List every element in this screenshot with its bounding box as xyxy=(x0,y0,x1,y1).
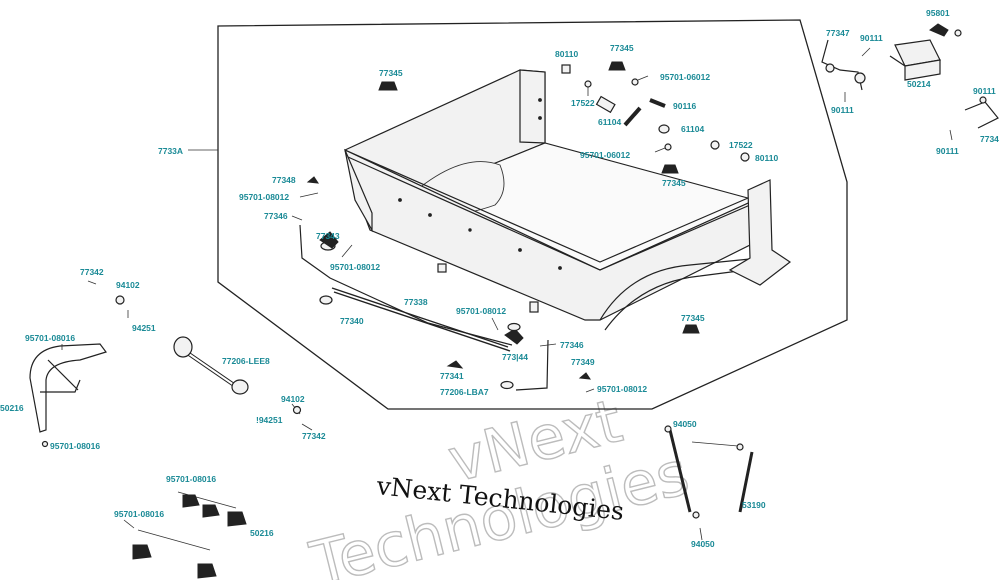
label-94050: 94050 xyxy=(673,419,697,429)
label-77342: 77342 xyxy=(80,267,104,277)
label-77341: 77341 xyxy=(440,371,464,381)
label-95701-06012: 95701-06012 xyxy=(660,72,710,82)
label-90116: 90116 xyxy=(673,101,696,111)
side-bracket-50216 xyxy=(29,280,129,448)
label-95701-08012: 95701-08012 xyxy=(597,384,647,394)
label-80110: 80110 xyxy=(755,153,778,163)
label-7734: 7734 xyxy=(980,134,999,144)
label-90111: 90111 xyxy=(831,105,854,115)
label-77345: 77345 xyxy=(662,178,686,188)
label-94251: !94251 xyxy=(256,415,283,425)
label-50216: 50216 xyxy=(0,403,24,413)
label-50214: 50214 xyxy=(907,79,931,89)
strap-77206-lee8 xyxy=(173,336,313,431)
label-77345: 77345 xyxy=(610,43,634,53)
label-95701-08016: 95701-08016 xyxy=(50,441,100,451)
label-77342: 77342 xyxy=(302,431,326,441)
label-77349: 77349 xyxy=(571,357,595,367)
label-17522: 17522 xyxy=(729,140,753,150)
latch-rods xyxy=(299,176,595,393)
part-number-labels: 7733A 80110 77345 77345 95701-06012 1752… xyxy=(0,8,999,549)
label-90111: 90111 xyxy=(973,86,996,96)
leader-lines xyxy=(188,149,557,347)
label-77345: 77345 xyxy=(681,313,705,323)
label-95701-08016: 95701-08016 xyxy=(166,474,216,484)
label-61104: 61104 xyxy=(681,124,704,134)
label-61104: 61104 xyxy=(598,117,621,127)
label-77346: 77346 xyxy=(560,340,584,350)
label-95701-08012: 95701-08012 xyxy=(239,192,289,202)
gas-strut-53190 xyxy=(664,425,754,541)
label-94251: 94251 xyxy=(132,323,156,333)
assembly-boundary xyxy=(217,19,848,410)
label-77347: 77347 xyxy=(826,28,850,38)
latch-assembly-50214 xyxy=(821,23,999,141)
label-94050: 94050 xyxy=(691,539,715,549)
label-95701-08016: 95701-08016 xyxy=(114,509,164,519)
label-95701-08012: 95701-08012 xyxy=(330,262,380,272)
label-53190: 53190 xyxy=(742,500,766,510)
label-95801: 95801 xyxy=(926,8,950,18)
label-95701-08016: 95701-08016 xyxy=(25,333,75,343)
label-77340: 77340 xyxy=(340,316,364,326)
label-94102: 94102 xyxy=(281,394,305,404)
label-77343: 77343 xyxy=(316,231,340,241)
label-94102: 94102 xyxy=(116,280,140,290)
label-80110: 80110 xyxy=(555,49,578,59)
label-77206-lee8: 77206-LEE8 xyxy=(222,356,270,366)
label-50216: 50216 xyxy=(250,528,274,538)
strap-blocks xyxy=(123,491,247,579)
cargo-box xyxy=(344,69,792,331)
label-90111: 90111 xyxy=(860,33,883,43)
label-7733a: 7733A xyxy=(158,146,183,156)
top-hardware xyxy=(378,61,750,334)
label-77346: 77346 xyxy=(264,211,288,221)
label-90111: 90111 xyxy=(936,146,959,156)
label-77338: 77338 xyxy=(404,297,428,307)
label-77344: 773|44 xyxy=(502,352,528,362)
label-77206-lba7: 77206-LBA7 xyxy=(440,387,489,397)
label-77348: 77348 xyxy=(272,175,296,185)
label-95701-08012: 95701-08012 xyxy=(456,306,506,316)
label-95701-06012: 95701-06012 xyxy=(580,150,630,160)
label-17522: 17522 xyxy=(571,98,595,108)
label-77345: 77345 xyxy=(379,68,403,78)
